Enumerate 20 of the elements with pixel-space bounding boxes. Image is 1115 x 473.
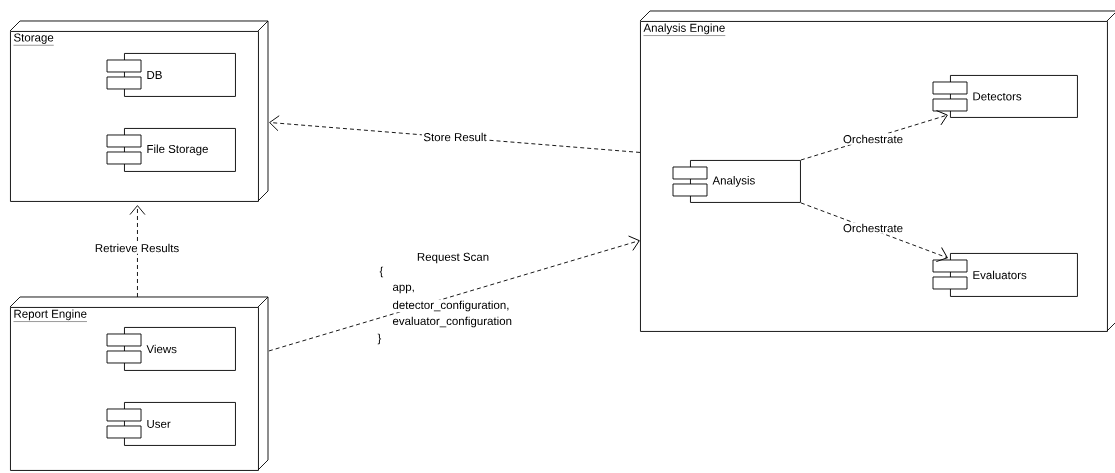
component-box: File Storage	[106, 128, 236, 172]
message-text: {	[378, 265, 385, 279]
message-text: }	[376, 332, 383, 346]
component-box: Evaluators	[932, 253, 1078, 297]
dependency-arrow	[129, 205, 146, 298]
edge-label: Request Scan	[415, 251, 491, 265]
component-box: Analysis	[672, 160, 801, 203]
edge-label: Orchestrate	[841, 133, 905, 145]
edge-label: Retrieve Results	[93, 242, 181, 254]
message-text: detector_configuration,	[391, 299, 511, 313]
component-box: DB	[106, 53, 236, 97]
dependency-arrow	[800, 202, 948, 263]
message-text: evaluator_configuration	[391, 315, 513, 329]
component-box: Detectors	[932, 75, 1078, 118]
message-text: app,	[391, 283, 416, 295]
edge-label: Store Result	[421, 131, 489, 143]
dependency-arrow	[268, 235, 640, 352]
component-box: User	[106, 402, 236, 446]
edge-label: Orchestrate	[841, 222, 905, 234]
component-box: Views	[106, 327, 236, 371]
